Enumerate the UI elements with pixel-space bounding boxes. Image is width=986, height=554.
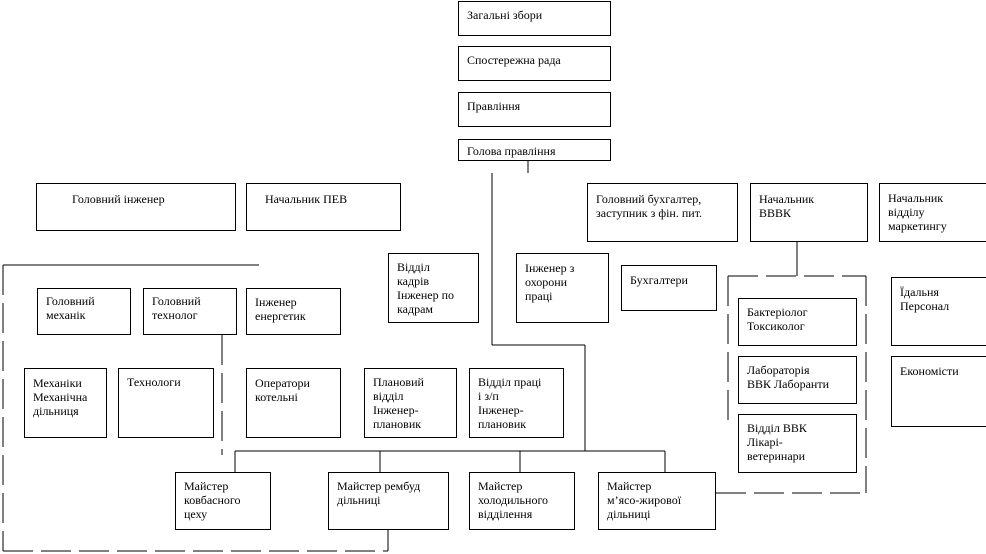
labor-safety-engineer-box: Інженер з охорони праці: [516, 253, 609, 323]
chief-mechanic-box: Головний механік: [37, 288, 131, 335]
general-meeting-box: Загальні збори: [458, 1, 611, 36]
head-pev-box: Начальник ПЕВ: [246, 183, 401, 231]
foreman-refrigeration-box: Майстер холодильного відділення: [469, 472, 575, 530]
foreman-repair-box: Майстер рембуд дільниці: [328, 472, 449, 530]
boiler-operators-box: Оператори котельні: [246, 368, 341, 438]
foreman-meat-fat-box: Майстер м’ясо-жирової дільниці: [598, 472, 716, 530]
chief-engineer-box: Головний інженер: [36, 183, 236, 231]
head-vvvk-box: Начальник ВВВК: [750, 183, 868, 242]
economists-box: Економісти: [891, 356, 986, 427]
accountants-box: Бухгалтери: [621, 265, 717, 311]
board-box: Правління: [458, 92, 611, 127]
foreman-sausage-box: Майстер ковбасного цеху: [175, 472, 271, 530]
vvk-laboratory-box: Лабораторія ВВК Лаборанти: [738, 356, 857, 404]
head-marketing-box: Начальник відділу маркетингу: [879, 183, 986, 242]
mechanics-box: Механіки Механічна дільниця: [24, 368, 107, 438]
technologists-box: Технологи: [118, 368, 214, 438]
hr-department-box: Відділ кадрів Інженер по кадрам: [388, 253, 479, 323]
chief-accountant-box: Головний бухгалтер, заступник з фін. пит…: [587, 183, 738, 242]
chief-technologist-box: Головний технолог: [143, 288, 237, 335]
labor-wages-department-box: Відділ праці і з/п Інженер- плановик: [469, 368, 564, 438]
board-chairman-box: Голова правління: [458, 139, 611, 161]
canteen-box: Їдальня Персонал: [891, 277, 986, 346]
bacteriologist-box: Бактеріолог Токсиколог: [738, 298, 857, 346]
planning-department-box: Плановий відділ Інженер- плановик: [364, 368, 457, 438]
supervisory-board-box: Спостережна рада: [458, 46, 611, 81]
vvk-department-box: Відділ ВВК Лікарі- ветеринари: [738, 414, 857, 473]
power-engineer-box: Інженер енергетик: [246, 288, 341, 335]
